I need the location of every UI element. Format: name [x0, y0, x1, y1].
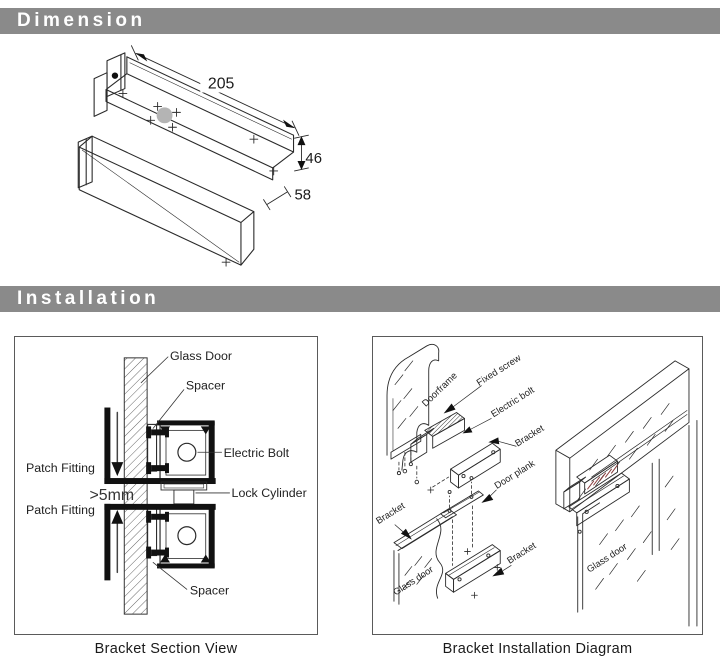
- assembled-view: [555, 360, 698, 627]
- dimension-figure: 205 46 58: [77, 45, 322, 267]
- dim-depth-value: 58: [295, 188, 312, 204]
- fixed-screw-label: Fixed screw: [474, 352, 523, 388]
- patch-fitting-top-label: Patch Fitting: [26, 461, 95, 475]
- section-view-caption: Bracket Section View: [94, 641, 238, 657]
- bracket-left-label: Bracket: [374, 500, 407, 526]
- bracket-assembly-center: [445, 544, 501, 599]
- bolt-hole: [156, 107, 173, 124]
- electric-bolt-label: Electric Bolt: [224, 446, 290, 460]
- doorframe-piece: [386, 343, 440, 476]
- lock-cylinder-label: Lock Cylinder: [232, 486, 307, 500]
- bracket-installation-panel: Doorframe Fixed screw Electric bolt Brac…: [372, 336, 703, 635]
- glass-door-left-piece: [393, 508, 457, 605]
- spacer-bottom-label: Spacer: [190, 583, 229, 597]
- electric-bolt-exploded-label: Electric bolt: [489, 384, 536, 419]
- plus-marks: [118, 89, 279, 267]
- up-arrow: [111, 509, 124, 574]
- dim-length-205: [130, 45, 300, 136]
- dim-length-value: 205: [208, 76, 235, 93]
- patch-fitting-bottom-label: Patch Fitting: [26, 503, 95, 517]
- installation-diagram-caption: Bracket Installation Diagram: [442, 641, 633, 657]
- installation-section-header: Installation: [0, 286, 720, 312]
- bracket-right-label: Bracket: [505, 539, 538, 565]
- lower-angle-bracket: [77, 135, 255, 266]
- glass-door-left-label: Glass door: [391, 563, 435, 597]
- upper-assembly: [104, 407, 216, 485]
- spacer-top-label: Spacer: [186, 379, 225, 393]
- leader-lines: [140, 356, 230, 590]
- upper-channel-bracket: [93, 52, 295, 267]
- dim-height-46: [294, 134, 309, 172]
- bracket-installation-drawing: Doorframe Fixed screw Electric bolt Brac…: [374, 343, 698, 627]
- bracket-section-view-drawing: Glass Door Spacer Electric Bolt Patch Fi…: [26, 349, 307, 615]
- dimension-section-header: Dimension: [0, 8, 720, 34]
- down-arrow: [111, 411, 124, 477]
- bracket-top-label: Bracket: [513, 422, 546, 448]
- dimension-title: Dimension: [17, 10, 146, 31]
- bracket-section-view-panel: Glass Door Spacer Electric Bolt Patch Fi…: [14, 336, 318, 635]
- gap-label: >5mm: [90, 487, 135, 504]
- mounting-hole-dot: [111, 72, 119, 79]
- installation-title: Installation: [17, 288, 160, 309]
- lower-assembly: [104, 503, 216, 581]
- lower-patch-fitting: [104, 503, 216, 581]
- bracket-piece-top: [427, 442, 501, 494]
- glass-door-label: Glass Door: [170, 349, 232, 363]
- glass-door-right-label: Glass door: [585, 541, 629, 575]
- electric-bolt-piece: [402, 412, 465, 485]
- dim-height-value: 46: [305, 151, 322, 167]
- dim-depth-58: [263, 186, 292, 211]
- mounted-bolt-assembly: [563, 410, 688, 534]
- doorframe-label: Doorframe: [419, 370, 459, 409]
- glass-door-hatched: [123, 357, 148, 615]
- door-plank-label: Door plank: [492, 457, 537, 491]
